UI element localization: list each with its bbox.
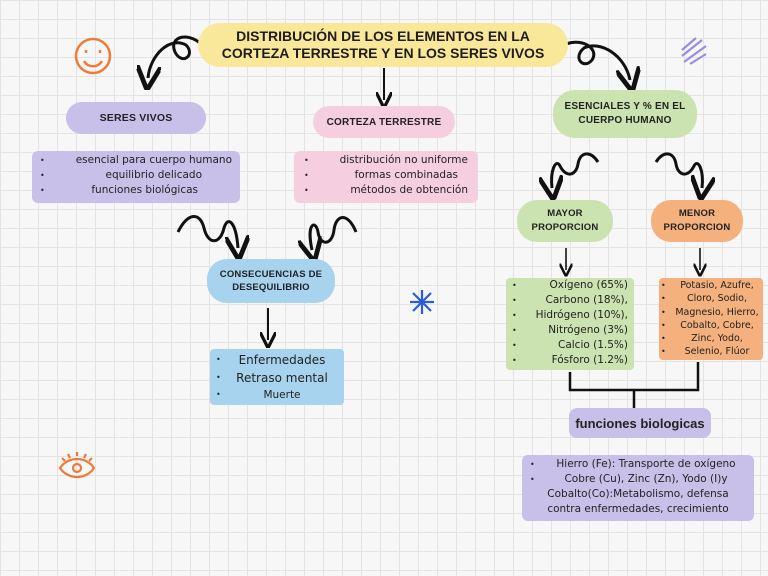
- list-item: distribución no uniforme: [304, 153, 468, 168]
- funciones-list: Hierro (Fe): Transporte de oxígeno Cobre…: [522, 455, 754, 521]
- list-item: Retraso mental: [216, 369, 334, 387]
- list-item: Calcio (1.5%): [512, 338, 628, 353]
- list-item: equilibrio delicado: [40, 168, 232, 183]
- list-item: Cobalto, Cobre,: [661, 319, 759, 333]
- corteza-list: distribución no uniforme formas combinad…: [294, 151, 478, 203]
- esenciales-node: ESENCIALES Y % EN EL CUERPO HUMANO: [553, 90, 697, 138]
- seres-vivos-label: SERES VIVOS: [99, 112, 173, 124]
- bracket-to-funciones: [568, 362, 700, 408]
- list-item: formas combinadas: [304, 168, 468, 183]
- asterisk-icon: [410, 290, 434, 314]
- list-item: Muerte: [216, 387, 334, 403]
- menor-node: MENOR PROPORCION: [651, 200, 743, 242]
- menor-line-1: MENOR: [678, 208, 716, 219]
- arrow-esenciales-to-mayor: [552, 152, 600, 188]
- funciones-line-4: contra enfermedades, crecimiento: [547, 503, 729, 515]
- list-item: Magnesio, Hierro,: [661, 306, 759, 320]
- consecuencias-node: CONSECUENCIAS DE DESEQUILIBRIO: [207, 259, 335, 303]
- seres-vivos-list: esencial para cuerpo humano equilibrio d…: [32, 151, 240, 203]
- funciones-line-3: Cobalto(Co):Metabolismo, defensa: [547, 488, 729, 500]
- funciones-continuation: Cobalto(Co):Metabolismo, defensa contra …: [522, 487, 754, 517]
- list-item: Hierro (Fe): Transporte de oxígeno: [530, 457, 748, 472]
- arrow-title-to-seres: [148, 35, 207, 78]
- corteza-label: CORTEZA TERRESTRE: [326, 116, 442, 128]
- consecuencias-line-2: DESEQUILIBRIO: [232, 282, 310, 293]
- mayor-line-2: PROPORCION: [531, 222, 599, 233]
- arrow-esenciales-to-menor: [654, 152, 702, 188]
- menor-list: Potasio, Azufre, Cloro, Sodio, Magnesio,…: [659, 278, 763, 360]
- list-item: Hidrógeno (10%),: [512, 308, 628, 323]
- mayor-line-1: MAYOR: [547, 208, 583, 219]
- menor-line-2: PROPORCION: [663, 222, 731, 233]
- list-item: Enfermedades: [216, 351, 334, 369]
- list-item: Cloro, Sodio,: [661, 292, 759, 306]
- consecuencias-list: Enfermedades Retraso mental Muerte: [210, 349, 344, 405]
- list-item: Oxígeno (65%): [512, 278, 628, 293]
- list-item: esencial para cuerpo humano: [40, 153, 232, 168]
- arrow-corteza-to-consecuencias: [310, 216, 358, 251]
- eye-icon: [58, 452, 96, 479]
- funciones-node: funciones biologicas: [569, 408, 711, 438]
- list-item: Cobre (Cu), Zinc (Zn), Yodo (I)y: [530, 472, 748, 487]
- mayor-node: MAYOR PROPORCION: [517, 200, 613, 242]
- title-line-2: CORTEZA TERRESTRE Y EN LOS SERES VIVOS: [221, 45, 545, 61]
- list-item: Potasio, Azufre,: [661, 279, 759, 293]
- list-item: Selenio, Flúor: [661, 345, 759, 359]
- seres-vivos-node: SERES VIVOS: [66, 102, 206, 134]
- list-item: Nitrógeno (3%): [512, 323, 628, 338]
- smiley-icon: [74, 37, 112, 75]
- list-item: funciones biológicas: [40, 183, 232, 198]
- scribble-icon: [681, 37, 707, 65]
- main-title: DISTRIBUCIÓN DE LOS ELEMENTOS EN LA CORT…: [198, 23, 568, 67]
- funciones-label: funciones biologicas: [575, 415, 705, 431]
- mayor-list: Oxígeno (65%) Carbono (18%), Hidrógeno (…: [506, 278, 634, 370]
- list-item: Zinc, Yodo,: [661, 332, 759, 346]
- arrow-title-to-esenciales: [561, 40, 630, 80]
- esenciales-line-2: CUERPO HUMANO: [578, 115, 672, 126]
- title-line-1: DISTRIBUCIÓN DE LOS ELEMENTOS EN LA: [236, 28, 530, 44]
- list-item: Carbono (18%),: [512, 293, 628, 308]
- consecuencias-line-1: CONSECUENCIAS DE: [219, 269, 323, 280]
- list-item: métodos de obtención: [304, 183, 468, 198]
- arrow-seres-to-consecuencias: [176, 215, 238, 248]
- esenciales-line-1: ESENCIALES Y % EN EL: [564, 101, 686, 112]
- corteza-node: CORTEZA TERRESTRE: [313, 106, 455, 138]
- list-item: Fósforo (1.2%): [512, 353, 628, 368]
